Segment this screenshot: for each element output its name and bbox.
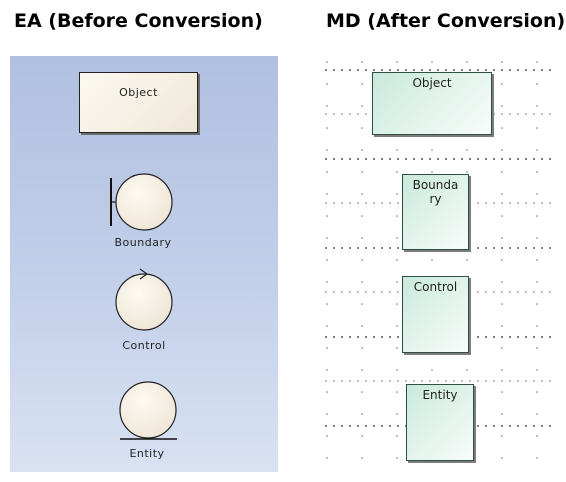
- md-control-label: Control: [413, 280, 458, 294]
- ea-object-label: Object: [119, 86, 158, 99]
- md-entity-label: Entity: [422, 388, 458, 402]
- md-entity-element[interactable]: Entity: [406, 384, 474, 461]
- md-object-element[interactable]: Object: [372, 72, 492, 135]
- md-object-label: Object: [412, 76, 452, 90]
- md-diagram-panel: Object Boundary Control Entity: [322, 56, 554, 470]
- md-control-element[interactable]: Control: [402, 276, 469, 353]
- ea-entity-shape[interactable]: [118, 381, 180, 442]
- ea-boundary-label: Boundary: [114, 236, 172, 249]
- ea-control-shape[interactable]: [114, 268, 174, 332]
- md-boundary-element[interactable]: Boundary: [402, 174, 469, 250]
- ea-entity-label: Entity: [129, 447, 165, 460]
- ea-title: EA (Before Conversion): [14, 10, 263, 32]
- md-boundary-label: Boundary: [412, 178, 459, 206]
- ea-diagram-panel: Object Boundary Control Entity: [10, 56, 278, 472]
- ea-boundary-shape[interactable]: [106, 173, 178, 231]
- ea-control-label: Control: [122, 339, 166, 352]
- md-title: MD (After Conversion): [326, 10, 566, 32]
- ea-object-element[interactable]: Object: [79, 72, 198, 133]
